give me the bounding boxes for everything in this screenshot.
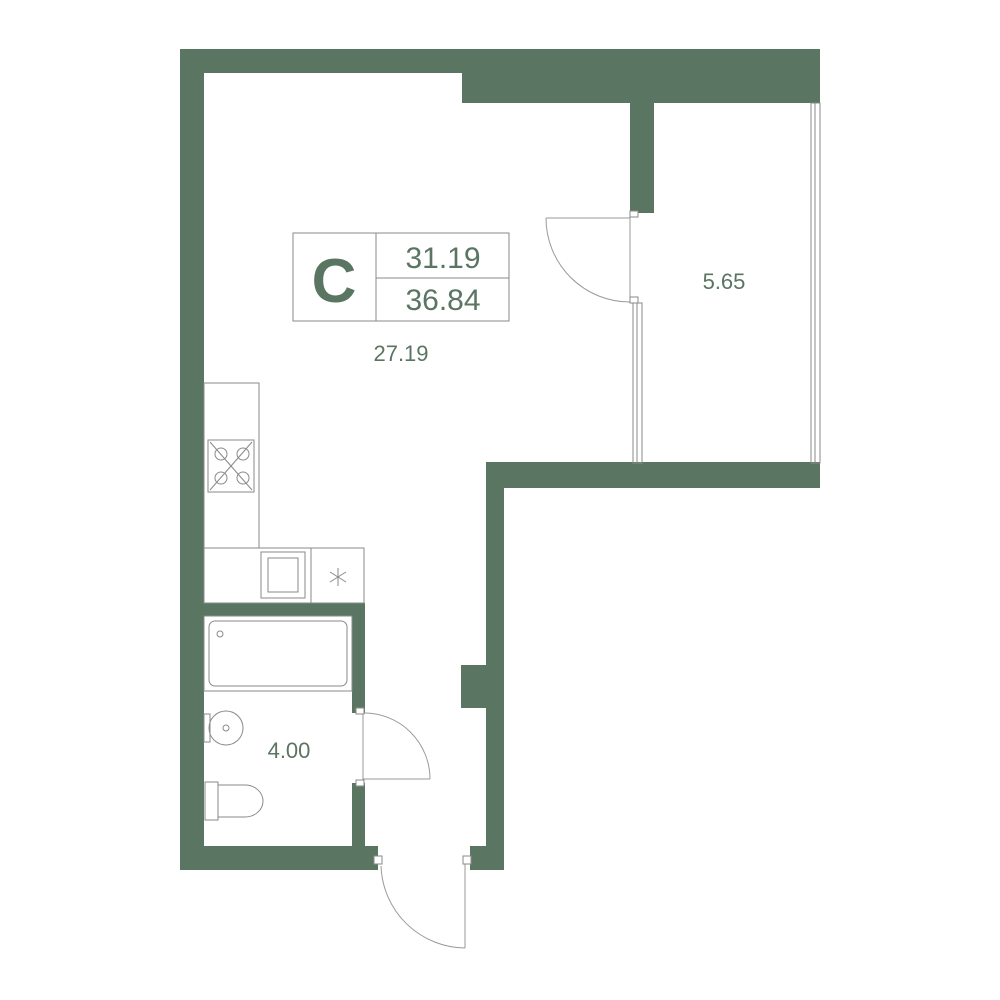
bathroom-door[interactable] <box>355 707 431 787</box>
balcony-door[interactable] <box>545 210 639 304</box>
walls <box>180 49 820 870</box>
wall-top-left <box>180 49 462 73</box>
bathroom-area-label: 4.00 <box>268 738 311 763</box>
main-room-area-label: 27.19 <box>373 341 428 366</box>
wall-balcony-upper-pier <box>630 103 654 213</box>
living-area-value: 31.19 <box>405 242 480 275</box>
wall-bottom-right <box>470 846 504 870</box>
wall-top-right <box>462 49 820 103</box>
total-area-value: 36.84 <box>405 284 480 317</box>
entrance-door[interactable] <box>373 855 472 949</box>
wall-right-vertical <box>486 462 504 870</box>
windows <box>632 102 821 464</box>
bathroom-fixtures <box>203 615 353 821</box>
exhaust-fan-icon <box>329 568 347 586</box>
area-box-border <box>292 232 510 322</box>
wall-balcony-bottom <box>486 462 820 488</box>
washbasin-icon <box>203 710 244 746</box>
wall-left-outer <box>180 49 204 869</box>
kitchen-bottom-counter <box>203 547 365 604</box>
apartment-type-letter: С <box>312 247 357 316</box>
kitchen <box>203 382 365 604</box>
area-summary-box: С 31.19 36.84 <box>292 232 510 322</box>
wall-bathroom-top <box>204 603 364 616</box>
toilet-icon <box>204 781 264 821</box>
wall-bottom-left <box>180 846 378 870</box>
wall-bathroom-right-upper <box>352 603 365 713</box>
wall-bathroom-right-lower <box>352 783 365 853</box>
bathtub-icon <box>203 615 353 692</box>
balcony-area-label: 5.65 <box>703 269 746 294</box>
stove-icon <box>207 439 255 493</box>
sink-icon <box>260 551 306 599</box>
doors <box>355 210 639 949</box>
wall-right-bump <box>461 665 491 708</box>
